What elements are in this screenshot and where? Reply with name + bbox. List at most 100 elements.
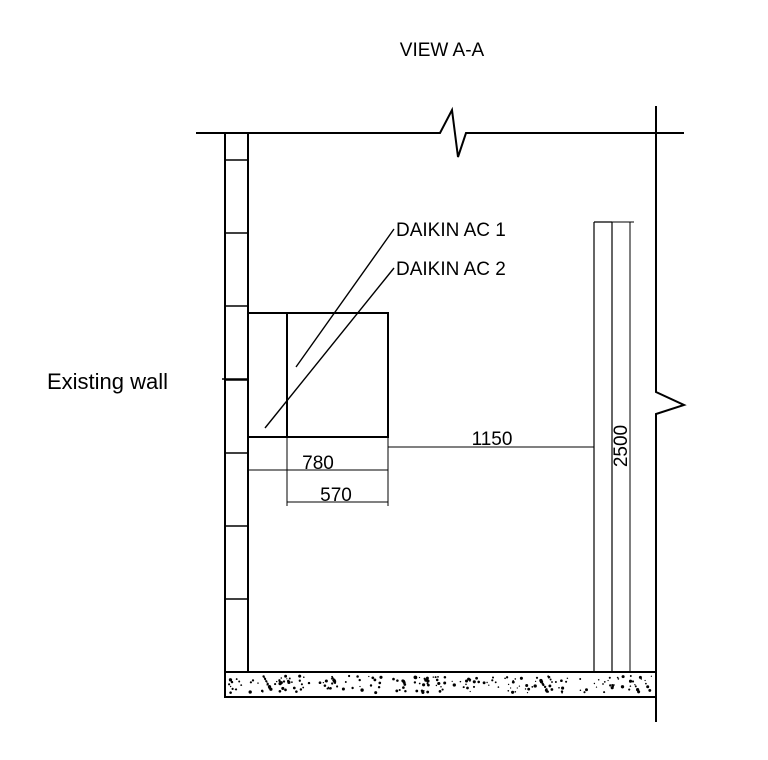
concrete-speck	[324, 680, 327, 683]
concrete-speck	[613, 684, 615, 686]
concrete-speck	[597, 678, 600, 681]
view-title: VIEW A-A	[400, 40, 485, 61]
concrete-speck	[278, 680, 281, 683]
concrete-speck	[269, 687, 273, 691]
concrete-speck	[603, 681, 606, 683]
concrete-speck	[228, 678, 233, 682]
concrete-speck	[438, 690, 442, 693]
concrete-speck	[566, 677, 569, 680]
concrete-speck	[238, 680, 241, 683]
concrete-speck	[235, 678, 238, 681]
concrete-speck	[467, 677, 471, 681]
concrete-speck	[348, 674, 351, 678]
concrete-speck	[621, 675, 625, 679]
concrete-speck	[326, 687, 329, 690]
concrete-speck	[299, 688, 303, 691]
concrete-speck	[634, 685, 637, 688]
leader-line-ac1	[295, 228, 395, 368]
concrete-speck	[628, 688, 631, 691]
concrete-speck	[261, 690, 264, 693]
concrete-speck	[579, 689, 582, 692]
concrete-speck	[640, 678, 643, 680]
concrete-speck	[637, 690, 640, 693]
concrete-speck	[413, 675, 417, 679]
concrete-speck	[548, 684, 552, 688]
concrete-speck	[418, 676, 421, 679]
concrete-speck	[398, 688, 401, 692]
concrete-speck	[298, 674, 302, 678]
concrete-speck	[331, 682, 334, 685]
concrete-speck	[360, 688, 364, 692]
concrete-speck	[472, 685, 476, 688]
concrete-speck	[275, 680, 278, 683]
concrete-speck	[631, 680, 635, 683]
concrete-speck	[650, 675, 653, 677]
concrete-speck	[291, 681, 293, 683]
dimension-2500	[612, 221, 634, 673]
concrete-speck	[298, 679, 301, 682]
concrete-speck	[609, 684, 612, 687]
concrete-speck	[359, 685, 361, 688]
concrete-speck	[511, 680, 515, 684]
concrete-speck	[441, 688, 444, 691]
concrete-speck	[231, 687, 234, 691]
floor-slab	[224, 671, 657, 698]
concrete-speck	[234, 688, 237, 691]
concrete-speck	[561, 692, 563, 694]
concrete-speck	[358, 678, 361, 682]
ac1-label: DAIKIN AC 1	[396, 220, 506, 241]
concrete-speck	[378, 681, 382, 685]
concrete-speck	[491, 676, 495, 679]
concrete-speck	[549, 678, 552, 681]
concrete-speck	[257, 682, 259, 684]
concrete-speck	[560, 679, 563, 683]
concrete-speck	[644, 679, 646, 682]
concrete-speck	[415, 689, 419, 693]
concrete-speck	[561, 686, 565, 690]
concrete-speck	[344, 681, 347, 683]
concrete-speck	[525, 684, 529, 687]
concrete-speck	[629, 675, 632, 677]
concrete-speck	[579, 678, 582, 680]
concrete-speck	[418, 682, 421, 685]
concrete-speck	[282, 680, 286, 683]
concrete-speck	[379, 675, 383, 679]
concrete-speck	[560, 690, 564, 693]
concrete-speck	[425, 676, 429, 680]
concrete-speck	[422, 683, 426, 687]
concrete-speck	[274, 683, 277, 686]
concrete-speck	[497, 686, 500, 688]
concrete-speck	[608, 676, 611, 679]
concrete-speck	[230, 680, 234, 684]
concrete-speck	[322, 681, 325, 684]
concrete-speck	[647, 686, 649, 688]
concrete-speck	[323, 684, 327, 687]
concrete-speck	[638, 675, 642, 679]
concrete-speck	[432, 676, 435, 678]
concrete-speck	[264, 678, 267, 681]
concrete-speck	[373, 678, 377, 682]
concrete-speck	[519, 676, 523, 680]
concrete-speck	[351, 686, 354, 690]
concrete-speck	[292, 686, 296, 690]
dimension-2500-label: 2500	[611, 425, 632, 467]
concrete-speck	[229, 685, 232, 688]
concrete-speck	[516, 687, 518, 689]
concrete-speck	[648, 688, 652, 692]
concrete-speck	[514, 691, 517, 693]
concrete-speck	[402, 686, 405, 689]
concrete-speck	[527, 687, 531, 691]
concrete-speck	[288, 677, 291, 680]
concrete-speck	[327, 686, 330, 689]
concrete-speck	[452, 683, 456, 687]
concrete-speck	[628, 679, 633, 683]
concrete-speck	[377, 685, 381, 689]
concrete-speck	[634, 684, 636, 686]
concrete-speck	[551, 681, 553, 683]
concrete-speck	[518, 685, 521, 687]
concrete-speck	[472, 680, 476, 684]
concrete-speck	[341, 687, 345, 691]
concrete-speck	[443, 676, 447, 679]
concrete-speck	[494, 681, 497, 684]
concrete-speck	[281, 686, 285, 690]
